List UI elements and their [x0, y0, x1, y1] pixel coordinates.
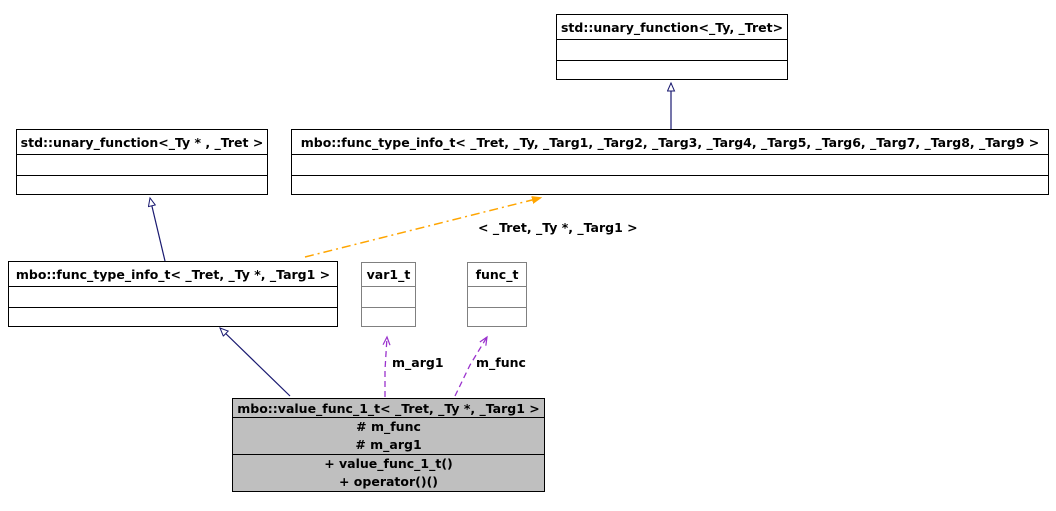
- class-title: std::unary_function<_Ty * , _Tret >: [20, 134, 264, 150]
- operations-compartment: [468, 308, 526, 326]
- compartment-separator: [233, 454, 544, 455]
- edge-generalization-value-to-spec: [220, 328, 291, 397]
- attributes-compartment: [9, 287, 337, 307]
- class-title: mbo::func_type_info_t< _Tret, _Ty *, _Ta…: [15, 266, 331, 282]
- compartment-separator: [557, 60, 787, 61]
- compartment-separator: [468, 307, 526, 308]
- compartment-separator: [362, 307, 415, 308]
- class-title: var1_t: [366, 267, 411, 282]
- class-node-std-unary-function[interactable]: std::unary_function<_Ty, _Tret>: [556, 14, 788, 80]
- operations-compartment: + value_func_1_t() + operator()(): [233, 455, 544, 491]
- edge-label-template-binding: < _Tret, _Ty *, _Targ1 >: [478, 220, 638, 235]
- edge-label-m-arg1: m_arg1: [392, 355, 444, 370]
- attributes-compartment: # m_func # m_arg1: [233, 418, 544, 454]
- class-title: std::unary_function<_Ty, _Tret>: [560, 19, 784, 35]
- edge-label-m-func: m_func: [476, 355, 526, 370]
- operations-compartment: [362, 308, 415, 326]
- class-title: mbo::value_func_1_t< _Tret, _Ty *, _Targ…: [237, 400, 540, 416]
- operations-compartment: [557, 61, 787, 79]
- operations-compartment: [17, 176, 267, 194]
- compartment-separator: [9, 307, 337, 308]
- attributes-compartment: [468, 287, 526, 307]
- compartment-separator: [362, 286, 415, 287]
- attributes-compartment: [17, 155, 267, 175]
- attributes-compartment: [362, 287, 415, 307]
- attribute-row: # m_arg1: [355, 437, 422, 452]
- class-node-mbo-func-type-info-t-full[interactable]: mbo::func_type_info_t< _Tret, _Ty, _Targ…: [291, 129, 1049, 195]
- class-title: func_t: [475, 267, 519, 282]
- class-title: mbo::func_type_info_t< _Tret, _Ty, _Targ…: [300, 134, 1040, 150]
- operations-compartment: [292, 176, 1048, 194]
- operation-row: + operator()(): [338, 474, 439, 489]
- compartment-separator: [557, 39, 787, 40]
- attribute-row: # m_func: [356, 419, 421, 434]
- class-node-mbo-func-type-info-t-spec[interactable]: mbo::func_type_info_t< _Tret, _Ty *, _Ta…: [8, 261, 338, 327]
- compartment-separator: [292, 175, 1048, 176]
- edge-usage-m-arg1: [385, 337, 387, 397]
- compartment-separator: [292, 154, 1048, 155]
- compartment-separator: [233, 417, 544, 418]
- compartment-separator: [17, 154, 267, 155]
- operations-compartment: [9, 308, 337, 326]
- compartment-separator: [468, 286, 526, 287]
- compartment-separator: [9, 286, 337, 287]
- compartment-separator: [17, 175, 267, 176]
- attributes-compartment: [557, 40, 787, 60]
- attributes-compartment: [292, 155, 1048, 175]
- class-node-mbo-value-func-1-t[interactable]: mbo::value_func_1_t< _Tret, _Ty *, _Targ…: [232, 398, 545, 492]
- edge-generalization-spec-to-unaryptr: [150, 198, 166, 262]
- class-node-func-t[interactable]: func_t: [467, 262, 527, 327]
- operation-row: + value_func_1_t(): [324, 456, 453, 471]
- class-node-std-unary-function-ptr[interactable]: std::unary_function<_Ty * , _Tret >: [16, 129, 268, 195]
- class-node-var1-t[interactable]: var1_t: [361, 262, 416, 327]
